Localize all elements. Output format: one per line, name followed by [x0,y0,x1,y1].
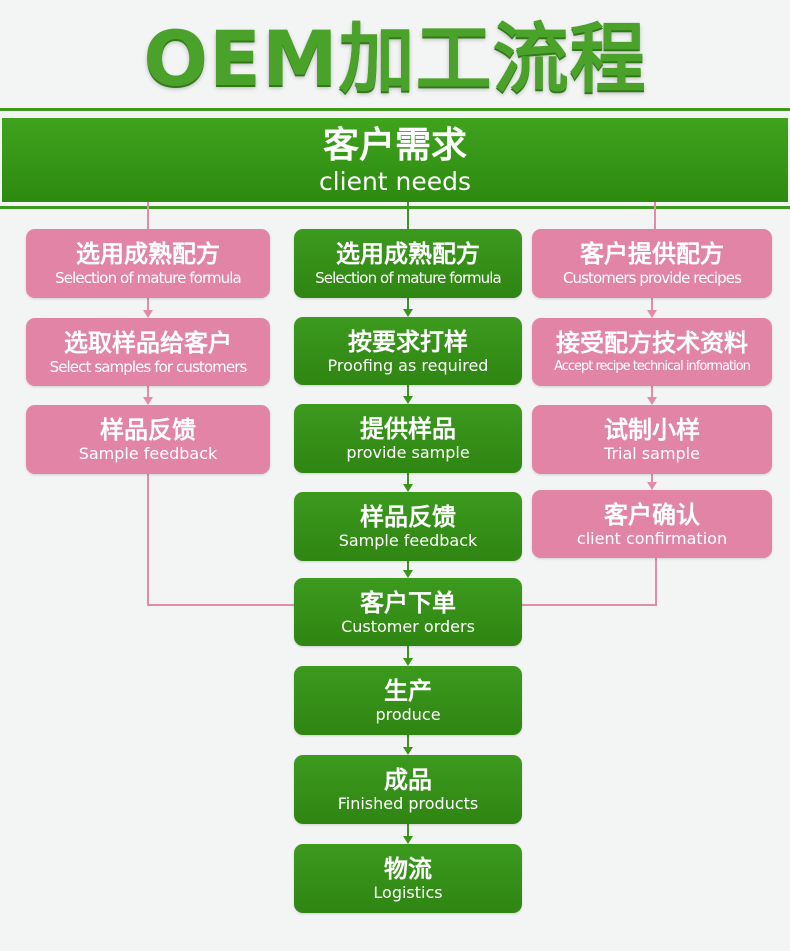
center-step-7: 成品 Finished products [294,755,522,824]
center-step-1: 选用成熟配方 Selection of mature formula [294,229,522,298]
step-label-en: Select samples for customers [49,358,248,376]
page-title: OEM加工流程 [143,14,647,103]
step-label-cn: 客户确认 [604,501,700,529]
step-label-en: Logistics [373,883,443,902]
banner-title-cn: 客户需求 [322,125,467,166]
center-step-3: 提供样品 provide sample [294,404,522,473]
step-label-en: provide sample [346,443,470,462]
left-step-3: 样品反馈 Sample feedback [26,405,270,474]
center-step-2: 按要求打样 Proofing as required [294,317,522,385]
step-label-cn: 成品 [384,766,432,794]
step-label-cn: 试制小样 [604,416,700,444]
step-label-cn: 样品反馈 [360,503,456,531]
top-divider [0,108,790,111]
step-label-en: Sample feedback [78,444,218,463]
right-step-4: 客户确认 client confirmation [532,490,772,558]
banner-title-en: client needs [318,167,472,196]
center-step-6: 生产 produce [294,666,522,735]
step-label-cn: 提供样品 [360,415,456,443]
banner-divider [0,206,790,209]
step-label-cn: 接受配方技术资料 [556,329,748,357]
step-label-en: Customers provide recipes [562,269,742,287]
left-step-1: 选用成熟配方 Selection of mature formula [26,229,270,298]
step-label-en: Sample feedback [338,531,478,550]
step-label-en: Accept recipe technical information [554,359,751,374]
step-label-en: Selection of mature formula [315,269,502,287]
step-label-en: client confirmation [576,529,728,548]
step-label-cn: 选取样品给客户 [64,329,232,357]
step-label-en: Trial sample [604,444,700,463]
step-label-en: Selection of mature formula [55,269,242,287]
step-label-cn: 客户提供配方 [580,240,724,268]
step-label-cn: 生产 [384,677,432,705]
step-label-cn: 选用成熟配方 [76,240,220,268]
center-step-4: 样品反馈 Sample feedback [294,492,522,561]
center-step-5: 客户下单 Customer orders [294,578,522,646]
right-step-3: 试制小样 Trial sample [532,405,772,474]
right-step-1: 客户提供配方 Customers provide recipes [532,229,772,298]
client-needs-banner: 客户需求 client needs [2,118,788,202]
step-label-cn: 客户下单 [360,589,456,617]
step-label-en: Customer orders [341,617,475,636]
step-label-en: Proofing as required [327,356,489,375]
step-label-cn: 样品反馈 [100,416,196,444]
left-step-2: 选取样品给客户 Select samples for customers [26,318,270,386]
step-label-en: Finished products [337,794,479,813]
step-label-cn: 选用成熟配方 [336,240,480,268]
step-label-en: produce [375,705,441,724]
right-step-2: 接受配方技术资料 Accept recipe technical informa… [532,318,772,386]
step-label-cn: 按要求打样 [348,328,468,356]
step-label-cn: 物流 [384,855,432,883]
center-step-8: 物流 Logistics [294,844,522,913]
